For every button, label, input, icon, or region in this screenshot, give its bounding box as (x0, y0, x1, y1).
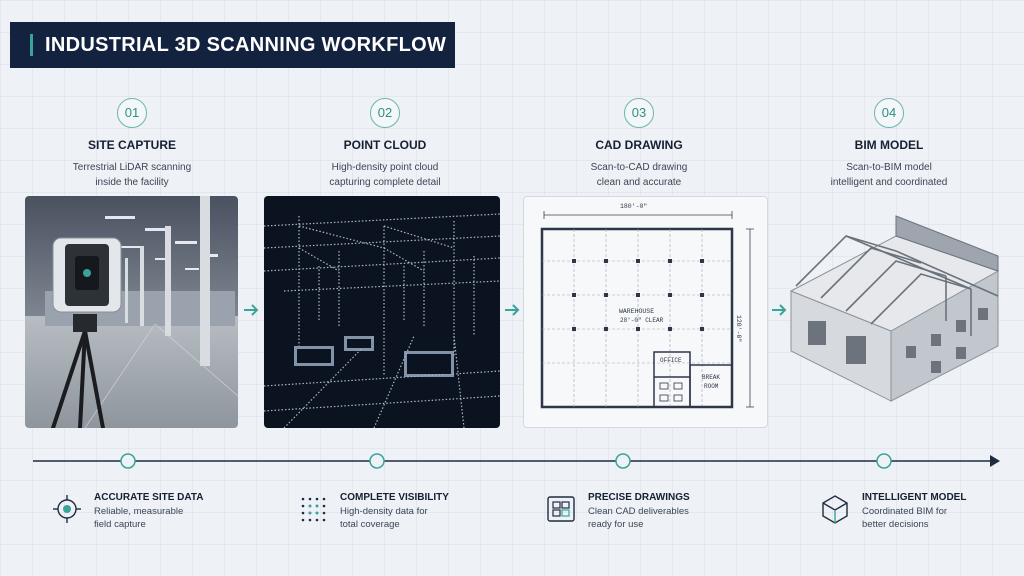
step-point-cloud: 02 POINT CLOUD High-density point cloud … (270, 98, 500, 190)
step-title: POINT CLOUD (343, 138, 427, 152)
feature-accurate-site-data: ACCURATE SITE DATA Reliable, measurable … (52, 492, 203, 531)
step-number: 02 (370, 98, 400, 128)
step-description-line-2: clean and accurate (596, 177, 682, 188)
cad-height-dimension: 120'-0" (735, 315, 742, 343)
step-cad-drawing: 03 CAD DRAWING Scan-to-CAD drawing clean… (524, 98, 754, 190)
cad-room-break-line-1: BREAK (702, 374, 721, 381)
feature-description-line-1: High-density data for (340, 506, 428, 517)
step-title: SITE CAPTURE (87, 138, 176, 152)
title-banner: INDUSTRIAL 3D SCANNING WORKFLOW (10, 22, 455, 68)
step-bim-model: 04 BIM MODEL Scan-to-BIM model intellige… (774, 98, 1004, 190)
cad-drawing-image: 180'-0" 120'-0" WAREHOUSE 28'-0" CLEAR O… (523, 196, 768, 428)
site-capture-image (25, 196, 238, 428)
feature-precise-drawings: PRECISE DRAWINGS Clean CAD deliverables … (546, 492, 690, 531)
step-number: 03 (624, 98, 654, 128)
feature-description-line-2: total coverage (340, 518, 400, 530)
step-description-line-1: Terrestrial LiDAR scanning (72, 162, 192, 173)
feature-complete-visibility: COMPLETE VISIBILITY High-density data fo… (298, 492, 449, 531)
step-description-line-1: High-density point cloud (331, 162, 439, 173)
feature-description-line-1: Clean CAD deliverables (588, 506, 689, 517)
step-site-capture: 01 SITE CAPTURE Terrestrial LiDAR scanni… (17, 98, 247, 190)
target-icon (53, 495, 81, 523)
feature-title: COMPLETE VISIBILITY (340, 492, 449, 503)
step-description-line-2: intelligent and coordinated (830, 177, 948, 188)
dot-grid-icon (301, 497, 326, 522)
step-description-line-2: capturing complete detail (329, 177, 441, 188)
cad-room-warehouse: WAREHOUSE (619, 308, 655, 315)
cad-room-break-line-2: ROOM (704, 383, 719, 390)
feature-title: ACCURATE SITE DATA (94, 492, 204, 503)
step-description-line-1: Scan-to-BIM model (846, 162, 932, 173)
feature-description-line-1: Reliable, measurable (94, 506, 184, 517)
workflow-timeline (33, 453, 1000, 469)
blueprint-icon (547, 496, 575, 522)
feature-intelligent-model: INTELLIGENT MODEL Coordinated BIM for be… (820, 492, 966, 531)
cad-width-dimension: 180'-0" (620, 203, 648, 210)
step-title: BIM MODEL (854, 138, 924, 152)
step-description-line-1: Scan-to-CAD drawing (590, 162, 688, 173)
feature-title: INTELLIGENT MODEL (862, 492, 967, 503)
step-number: 01 (117, 98, 147, 128)
feature-description-line-1: Coordinated BIM for (862, 506, 948, 517)
cad-room-warehouse-clearance: 28'-0" CLEAR (620, 317, 664, 324)
step-number: 04 (874, 98, 904, 128)
title-accent-bar (30, 34, 33, 56)
feature-description-line-2: better decisions (862, 518, 929, 530)
feature-title: PRECISE DRAWINGS (588, 492, 690, 503)
cube-icon (822, 495, 848, 524)
cad-room-office: OFFICE (660, 357, 682, 364)
arrow-right-icon (772, 304, 787, 316)
page-title: INDUSTRIAL 3D SCANNING WORKFLOW (45, 33, 447, 56)
step-description-line-2: inside the facility (95, 177, 169, 188)
arrow-right-icon (244, 304, 259, 316)
point-cloud-image (264, 196, 500, 428)
bim-model-image (786, 196, 1006, 428)
feature-description-line-2: ready for use (588, 518, 644, 530)
step-title: CAD DRAWING (595, 138, 683, 152)
arrow-right-icon (505, 304, 520, 316)
feature-description-line-2: field capture (94, 518, 146, 530)
